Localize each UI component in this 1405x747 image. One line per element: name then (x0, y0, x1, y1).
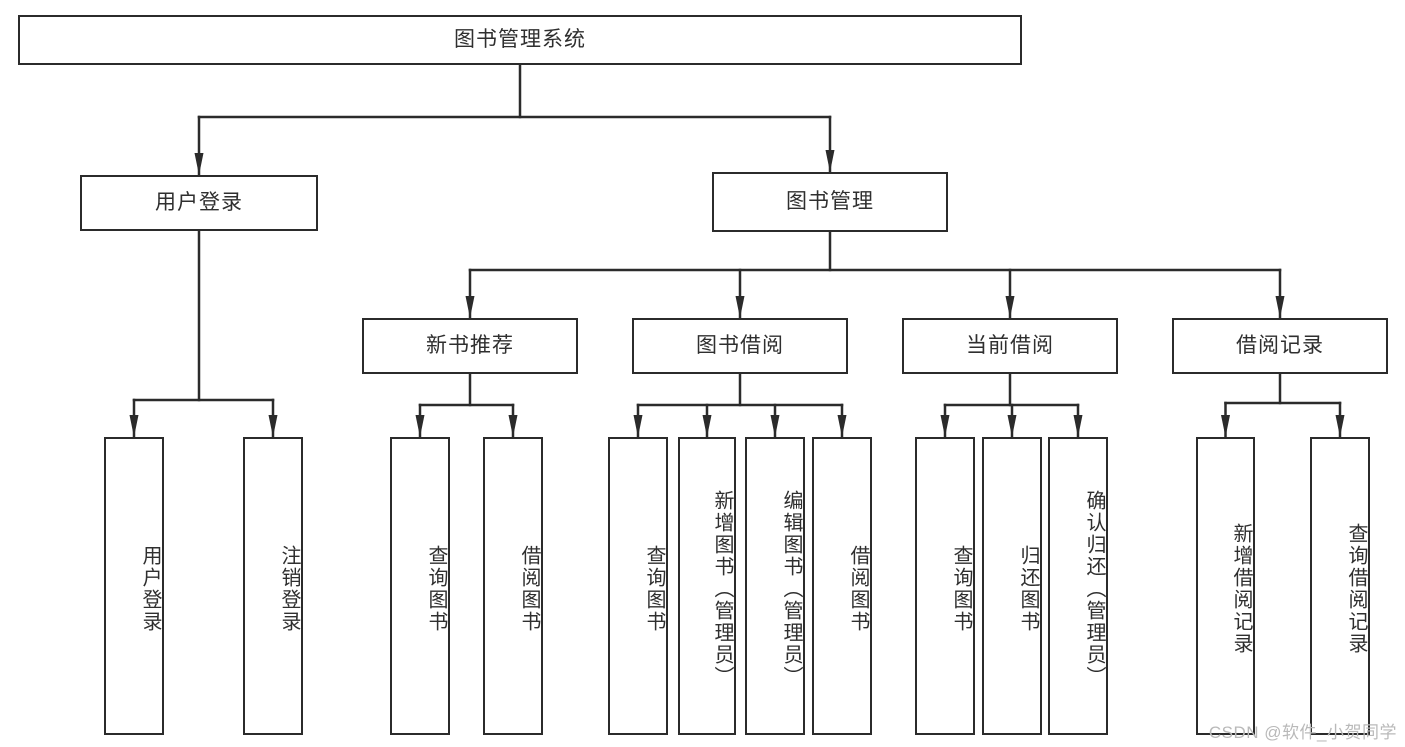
node-label: 用户登录 (139, 545, 161, 633)
node-label: 用户登录 (155, 190, 243, 214)
node-label: 编辑图书（管理员） (780, 490, 802, 688)
arrowhead (465, 296, 475, 318)
node-leaf_9[interactable]: 归还图书 (982, 437, 1042, 735)
arrowhead (268, 415, 278, 437)
arrowhead (1005, 296, 1015, 318)
arrowhead (770, 415, 780, 437)
node-root[interactable]: 图书管理系统 (18, 15, 1022, 65)
node-label: 归还图书 (1017, 545, 1039, 633)
node-leaf_6[interactable]: 编辑图书（管理员） (745, 437, 805, 735)
arrowhead (735, 296, 745, 318)
arrowhead (508, 415, 518, 437)
node-label: 图书管理 (786, 189, 874, 213)
node-leaf_8[interactable]: 查询图书 (915, 437, 975, 735)
arrowhead (825, 150, 835, 172)
node-l3_1[interactable]: 图书借阅 (632, 318, 848, 374)
node-label: 图书借阅 (696, 333, 784, 357)
arrowhead (633, 415, 643, 437)
node-label: 借阅图书 (847, 545, 869, 633)
arrowhead (1275, 296, 1285, 318)
node-leaf_12[interactable]: 查询借阅记录 (1310, 437, 1370, 735)
node-label: 查询图书 (425, 545, 447, 633)
arrowhead (1335, 415, 1345, 437)
node-l2_1[interactable]: 图书管理 (712, 172, 948, 232)
watermark: CSDN @软件_小贺同学 (1208, 723, 1397, 742)
node-leaf_1[interactable]: 注销登录 (243, 437, 303, 735)
arrowhead (940, 415, 950, 437)
node-label: 查询借阅记录 (1345, 523, 1367, 655)
node-leaf_4[interactable]: 查询图书 (608, 437, 668, 735)
node-label: 图书管理系统 (454, 27, 586, 51)
node-leaf_10[interactable]: 确认归还（管理员） (1048, 437, 1108, 735)
node-label: 注销登录 (278, 545, 300, 633)
node-label: 新增图书（管理员） (711, 490, 733, 688)
node-l3_2[interactable]: 当前借阅 (902, 318, 1118, 374)
node-leaf_3[interactable]: 借阅图书 (483, 437, 543, 735)
arrowhead (1073, 415, 1083, 437)
node-label: 借阅记录 (1236, 333, 1324, 357)
arrowhead (837, 415, 847, 437)
node-label: 新书推荐 (426, 333, 514, 357)
node-label: 当前借阅 (966, 333, 1054, 357)
arrowhead (1007, 415, 1017, 437)
node-leaf_11[interactable]: 新增借阅记录 (1196, 437, 1255, 735)
node-leaf_7[interactable]: 借阅图书 (812, 437, 872, 735)
node-l3_3[interactable]: 借阅记录 (1172, 318, 1388, 374)
node-leaf_0[interactable]: 用户登录 (104, 437, 164, 735)
node-label: 新增借阅记录 (1230, 523, 1252, 655)
arrowhead (702, 415, 712, 437)
node-label: 确认归还（管理员） (1083, 490, 1105, 688)
arrowhead (129, 415, 139, 437)
node-label: 借阅图书 (518, 545, 540, 633)
node-leaf_2[interactable]: 查询图书 (390, 437, 450, 735)
arrowhead (415, 415, 425, 437)
arrowhead (194, 153, 204, 175)
node-l3_0[interactable]: 新书推荐 (362, 318, 578, 374)
node-label: 查询图书 (950, 545, 972, 633)
node-l2_0[interactable]: 用户登录 (80, 175, 318, 231)
node-leaf_5[interactable]: 新增图书（管理员） (678, 437, 736, 735)
arrowhead (1221, 415, 1230, 437)
node-label: 查询图书 (643, 545, 665, 633)
